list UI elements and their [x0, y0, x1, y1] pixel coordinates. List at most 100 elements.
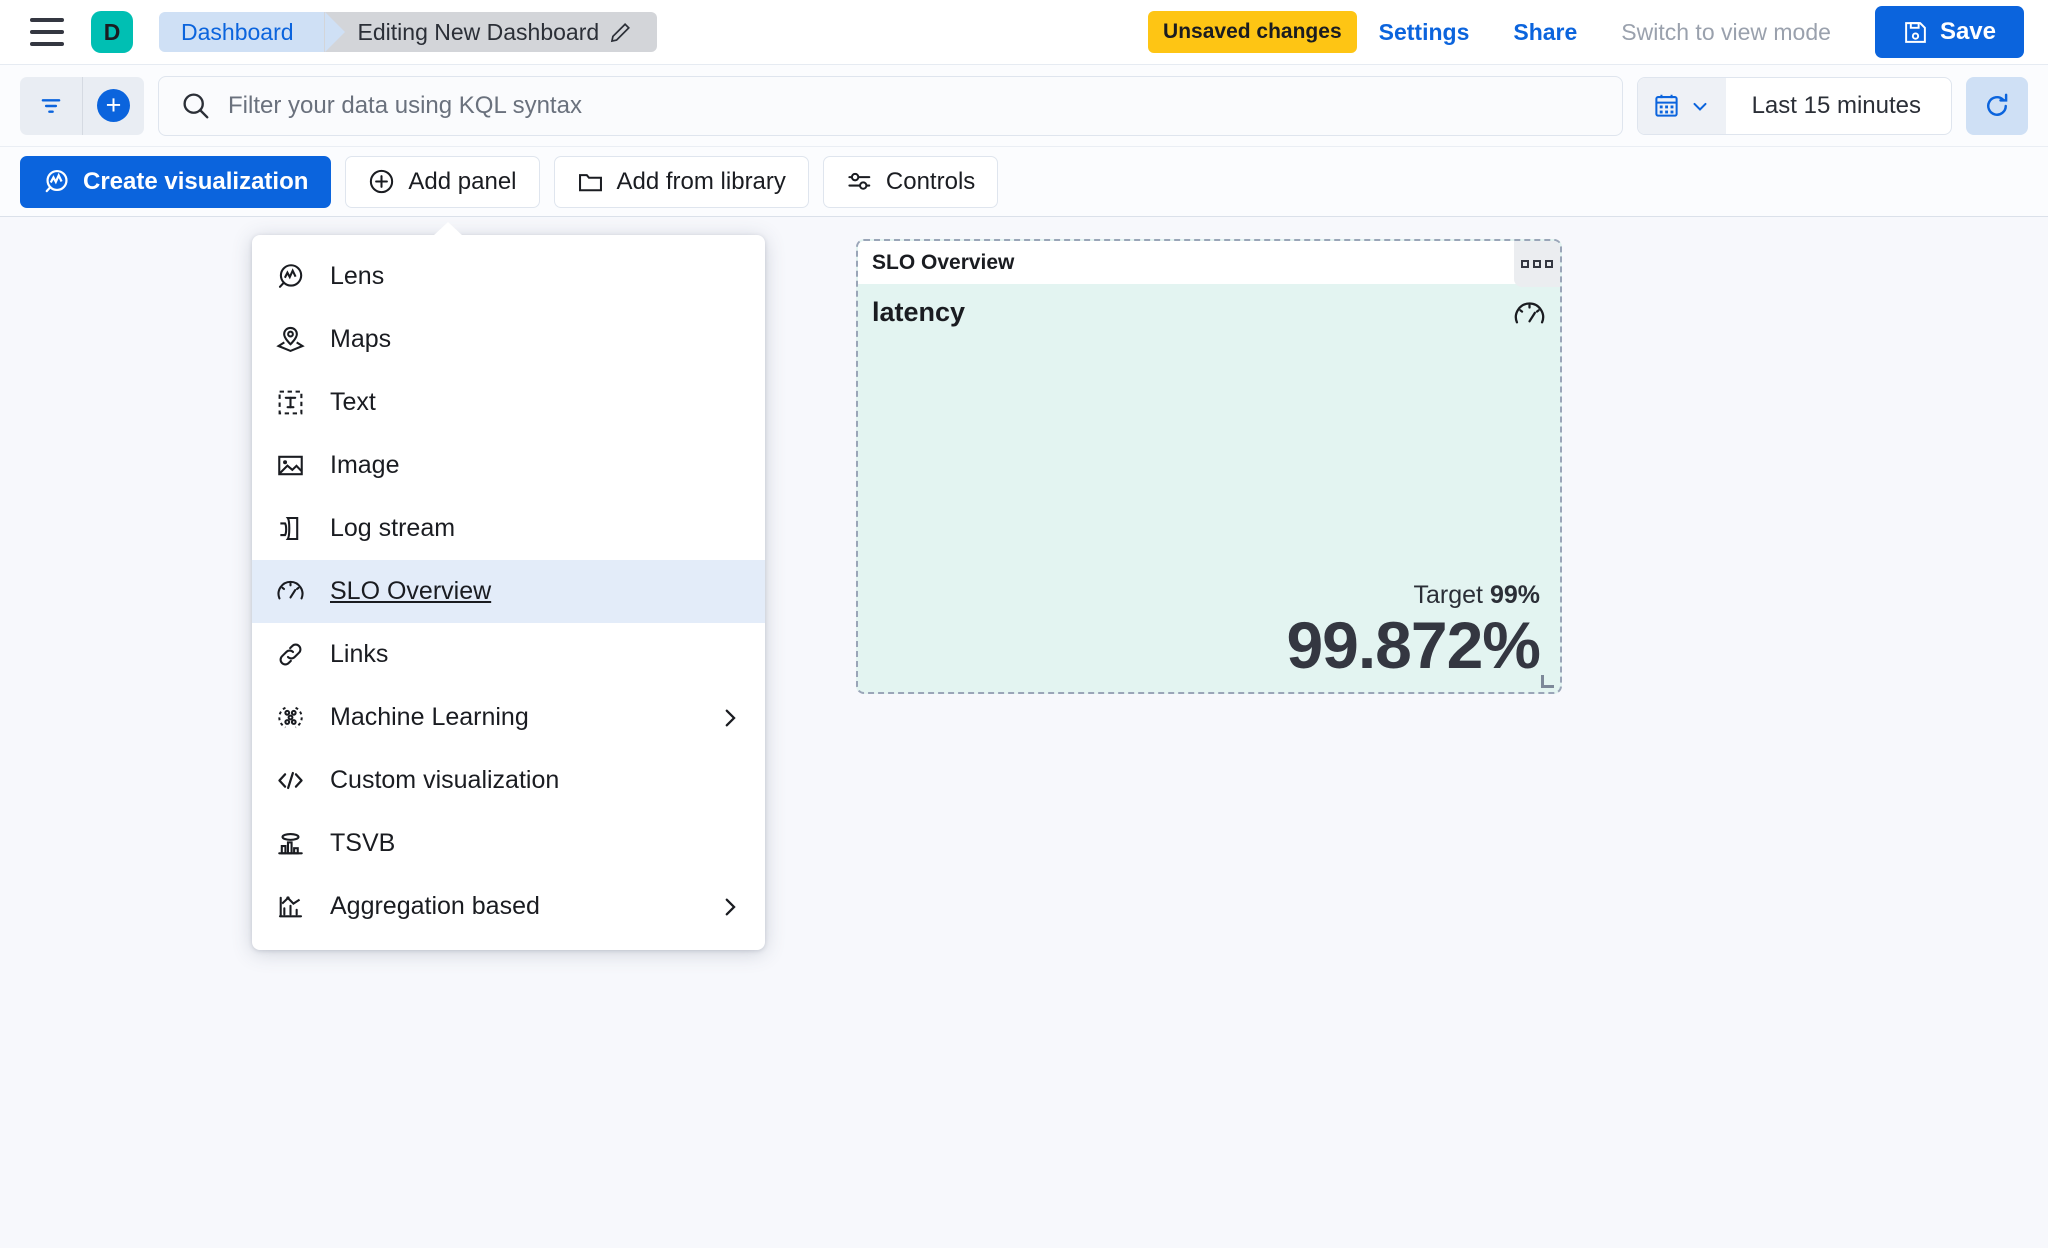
dashboard-toolbar: Create visualization Add panel Add from … [0, 147, 2048, 217]
menu-item-label: Log stream [330, 514, 456, 542]
menu-item-label: Image [330, 451, 400, 479]
hamburger-menu-icon[interactable] [30, 18, 64, 46]
maps-icon [275, 325, 305, 355]
menu-item-label: Aggregation based [330, 892, 540, 920]
logstream-icon [275, 514, 305, 544]
add-filter-button[interactable]: + [82, 76, 144, 135]
calendar-icon [1653, 92, 1680, 119]
create-visualization-label: Create visualization [83, 167, 309, 195]
gauge-icon [1513, 298, 1546, 336]
breadcrumb-item-dashboard[interactable]: Dashboard [159, 12, 345, 52]
menu-item-label: Custom visualization [330, 766, 560, 794]
lens-icon [275, 262, 305, 292]
share-link[interactable]: Share [1513, 18, 1578, 45]
add-panel-menu: Lens Maps Text [252, 222, 765, 950]
menu-item-log-stream[interactable]: Log stream [252, 497, 765, 560]
link-icon [275, 640, 305, 670]
time-range-value[interactable]: Last 15 minutes [1751, 91, 1921, 119]
date-quick-select-button[interactable] [1637, 77, 1726, 134]
slo-target-value: 99% [1489, 581, 1540, 609]
menu-item-slo-overview[interactable]: SLO Overview [252, 560, 765, 623]
save-button[interactable]: Save [1874, 6, 2024, 58]
dashboard-panel-slo-overview[interactable]: SLO Overview latency Target [856, 239, 1562, 694]
chevron-right-icon [717, 894, 743, 920]
breadcrumb-label: Dashboard [181, 18, 294, 45]
controls-label: Controls [885, 167, 976, 195]
search-input[interactable]: Filter your data using KQL syntax [158, 75, 1623, 136]
panel-context-menu-icon[interactable] [1514, 241, 1560, 287]
save-disk-icon [1903, 20, 1928, 45]
add-from-library-button[interactable]: Add from library [553, 155, 809, 208]
chevron-down-icon [1689, 95, 1711, 117]
status-badge-unsaved[interactable]: Unsaved changes [1148, 11, 1357, 53]
text-icon [275, 388, 305, 418]
filter-options-button[interactable] [20, 77, 82, 135]
plus-circle-outline-icon [368, 168, 395, 195]
settings-link[interactable]: Settings [1378, 18, 1470, 45]
folder-icon [577, 168, 604, 195]
menu-item-machine-learning[interactable]: Machine Learning [252, 686, 765, 749]
search-icon [181, 91, 210, 120]
agg-icon [275, 892, 305, 922]
chevron-right-icon [717, 705, 743, 731]
slo-target: Target 99% [872, 581, 1540, 610]
hamburger-bar [30, 18, 64, 22]
search-input-placeholder: Filter your data using KQL syntax [228, 91, 582, 119]
slo-current-value: 99.872% [1286, 608, 1541, 682]
menu-dot [1545, 260, 1553, 268]
plus-circle-icon: + [97, 89, 130, 122]
image-icon [275, 451, 305, 481]
header-actions: Unsaved changes Settings Share Switch to… [1148, 6, 2024, 58]
add-panel-button[interactable]: Add panel [345, 155, 540, 208]
pencil-icon[interactable] [610, 22, 631, 43]
menu-item-label: Maps [330, 325, 392, 353]
menu-item-label: Text [330, 388, 376, 416]
switch-to-view-mode-link[interactable]: Switch to view mode [1621, 18, 1831, 45]
menu-item-maps[interactable]: Maps [252, 308, 765, 371]
refresh-button[interactable] [1966, 76, 2028, 135]
menu-item-image[interactable]: Image [252, 434, 765, 497]
slo-metric: Target 99% 99.872% [872, 581, 1541, 682]
refresh-icon [1983, 92, 2011, 120]
slo-target-label: Target [1413, 581, 1483, 609]
gauge-icon [275, 577, 305, 607]
hamburger-bar [30, 30, 64, 34]
add-panel-label: Add panel [408, 167, 517, 195]
code-icon [275, 766, 305, 796]
menu-item-links[interactable]: Links [252, 623, 765, 686]
menu-dot [1533, 260, 1541, 268]
menu-item-label: SLO Overview [330, 577, 492, 605]
breadcrumb-label: Editing New Dashboard [357, 18, 600, 45]
lens-icon [43, 168, 70, 195]
breadcrumb-item-editing[interactable]: Editing New Dashboard [323, 12, 658, 52]
menu-item-lens[interactable]: Lens [252, 245, 765, 308]
filter-icon [38, 93, 64, 119]
menu-item-label: Machine Learning [330, 703, 529, 731]
menu-item-tsvb[interactable]: TSVB [252, 812, 765, 875]
panel-body: latency Target 99% 99.872% [858, 284, 1560, 692]
filter-button-group: + [20, 76, 144, 135]
menu-item-label: Links [330, 640, 389, 668]
controls-button[interactable]: Controls [822, 155, 999, 208]
date-picker: Last 15 minutes [1636, 76, 1952, 135]
tsvb-icon [275, 829, 305, 859]
save-button-label: Save [1939, 18, 1996, 45]
menu-item-aggregation-based[interactable]: Aggregation based [252, 875, 765, 938]
controls-icon [846, 168, 873, 195]
menu-item-label: Lens [330, 262, 385, 290]
hamburger-bar [30, 42, 64, 46]
slo-name: latency [872, 297, 966, 327]
avatar[interactable]: D [91, 11, 133, 53]
app-header: D Dashboard Editing New Dashboard Unsave… [0, 0, 2048, 65]
menu-item-label: TSVB [330, 829, 396, 857]
ml-icon [275, 703, 305, 733]
create-visualization-button[interactable]: Create visualization [20, 155, 332, 208]
dashboard-canvas: Lens Maps Text [0, 217, 2048, 1248]
panel-header: SLO Overview [858, 241, 1560, 287]
breadcrumb: Dashboard Editing New Dashboard [159, 12, 658, 52]
menu-item-custom-visualization[interactable]: Custom visualization [252, 749, 765, 812]
panel-title: SLO Overview [872, 250, 1015, 274]
resize-handle-icon[interactable] [1541, 675, 1554, 688]
menu-item-text[interactable]: Text [252, 371, 765, 434]
add-from-library-label: Add from library [616, 167, 786, 195]
